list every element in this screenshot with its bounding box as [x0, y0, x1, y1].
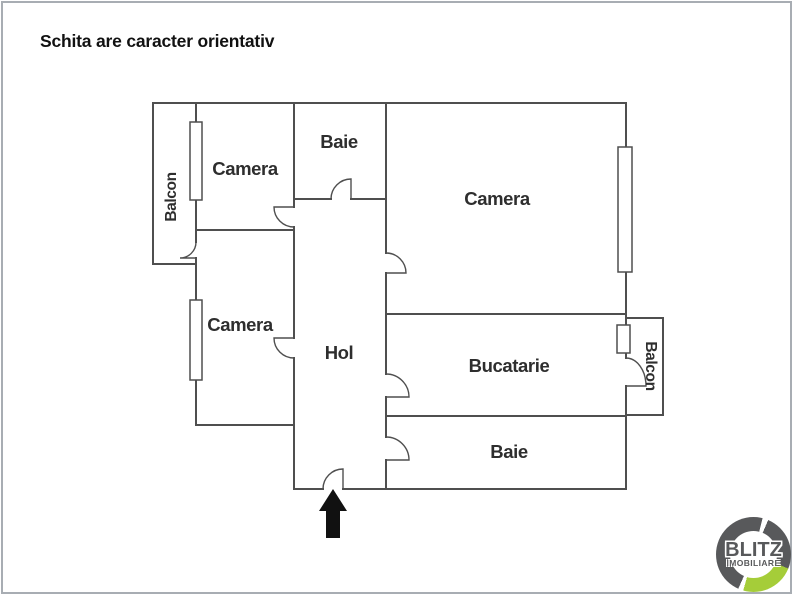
room-label-baie-top: Baie [320, 131, 358, 152]
logo-tagline: IMOBILIARE [726, 557, 781, 568]
window-bucatarie [616, 324, 631, 354]
disclaimer-title: Schita are caracter orientativ [40, 31, 275, 51]
room-label-balcon-left: Balcon [163, 172, 180, 222]
door-arc-bucatarie [385, 373, 410, 398]
door-arc-balcon-right [625, 357, 647, 387]
door-arc-camera-right [385, 252, 407, 274]
room-label-balcon-right: Balcon [642, 341, 659, 391]
door-arc-entrance [322, 468, 344, 490]
room-label-bucatarie: Bucatarie [468, 355, 550, 376]
logo-text: BLITZ IMOBILIARE [716, 517, 791, 592]
door-arc-baie-bottom [385, 436, 410, 461]
window-camera-right [617, 146, 633, 273]
room-label-camera-middle-left: Camera [207, 314, 273, 335]
door-arc-balcon-left [179, 241, 197, 259]
window-camera-middle-left [189, 299, 203, 381]
walls [152, 102, 664, 490]
entrance-arrow [319, 489, 347, 538]
room-label-camera-right: Camera [464, 188, 530, 209]
room-label-baie-bottom: Baie [490, 441, 528, 462]
room-label-camera-top-left: Camera [212, 158, 278, 179]
door-arc-baie-top [330, 178, 352, 200]
logo-ring-hole [730, 531, 777, 578]
window-camera-top-left [189, 121, 203, 201]
door-arc-camera-middle-left [273, 337, 295, 359]
agency-logo: BLITZ IMOBILIARE [716, 517, 791, 592]
room-label-hol: Hol [324, 342, 354, 363]
logo-name: BLITZ [725, 538, 782, 561]
door-arc-camera-top-left [273, 206, 295, 228]
